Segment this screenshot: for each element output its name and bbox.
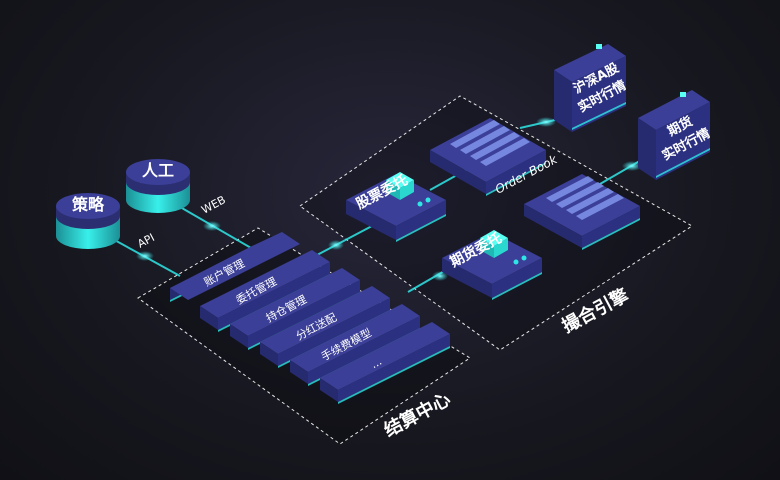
connection-glows xyxy=(136,117,642,281)
order-book-rows-2 xyxy=(546,176,624,220)
order-book-bottom xyxy=(524,174,640,250)
module-account: 账户管理 xyxy=(170,232,300,302)
strategy-source: 策略 xyxy=(56,193,120,249)
manual-label: 人工 xyxy=(142,161,174,180)
order-book-top xyxy=(430,118,546,196)
api-label: API xyxy=(135,231,156,251)
module-more: ... xyxy=(320,322,450,404)
stock-quotes-server: 沪深A股 实时行情 xyxy=(554,44,629,132)
web-label: WEB xyxy=(199,193,228,216)
settlement-modules: 账户管理 委托管理 持仓管理 分红送配 手续费模 xyxy=(170,232,450,404)
order-book-rows xyxy=(450,120,530,166)
manual-source: 人工 xyxy=(126,159,190,213)
matching-engine-region xyxy=(299,95,693,351)
futures-quotes-server: 期货 实时行情 xyxy=(638,90,713,180)
strategy-label: 策略 xyxy=(71,195,105,214)
